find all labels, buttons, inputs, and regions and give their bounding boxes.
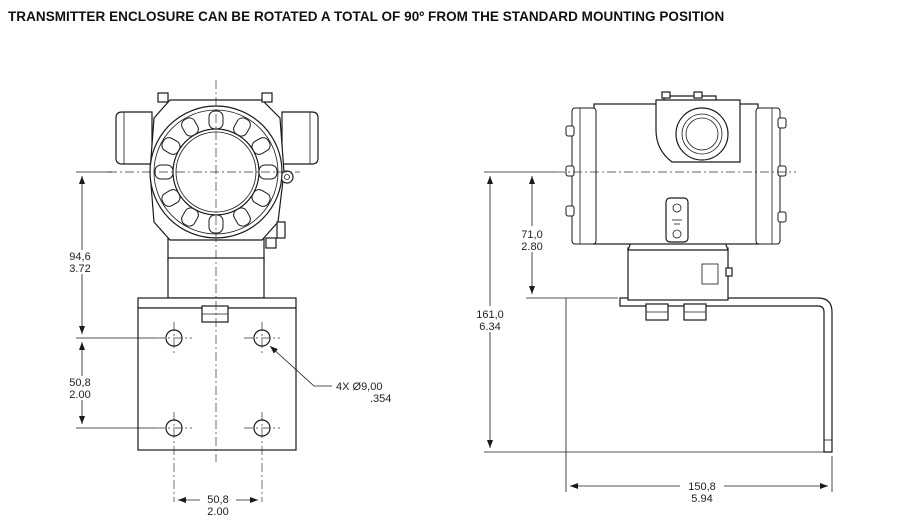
side-view bbox=[484, 91, 833, 492]
holes-callout: 4X Ø9,00 bbox=[336, 381, 382, 393]
right-conduit-boss bbox=[281, 111, 319, 165]
dim-50h-mm: 50,8 bbox=[207, 494, 228, 506]
holes-callout-in: .354 bbox=[370, 393, 391, 405]
dim-71-in: 2.80 bbox=[521, 241, 542, 253]
dim-150-mm: 150,8 bbox=[688, 481, 716, 493]
front-view bbox=[76, 80, 332, 503]
left-cover-fins bbox=[565, 107, 597, 245]
dim-50h-in: 2.00 bbox=[207, 506, 228, 518]
side-screw bbox=[280, 170, 294, 184]
dim-50v-in: 2.00 bbox=[69, 389, 90, 401]
right-cover-fins bbox=[755, 107, 787, 245]
dim-161-mm: 161,0 bbox=[476, 309, 504, 321]
page-title: TRANSMITTER ENCLOSURE CAN BE ROTATED A T… bbox=[8, 9, 725, 24]
dim-50v-mm: 50,8 bbox=[69, 377, 90, 389]
hole-leader bbox=[269, 345, 315, 387]
dim-71-mm: 71,0 bbox=[521, 229, 542, 241]
side-sensor-module bbox=[627, 247, 729, 301]
side-bracket bbox=[619, 297, 833, 453]
front-bracket-plate bbox=[137, 307, 297, 451]
dim-94-mm: 94,6 bbox=[69, 251, 90, 263]
left-conduit-boss bbox=[115, 111, 153, 165]
dim-150-in: 5.94 bbox=[691, 493, 712, 505]
dim-94-in: 3.72 bbox=[69, 263, 90, 275]
conduit-entry bbox=[675, 107, 729, 161]
dim-161-in: 6.34 bbox=[479, 321, 500, 333]
